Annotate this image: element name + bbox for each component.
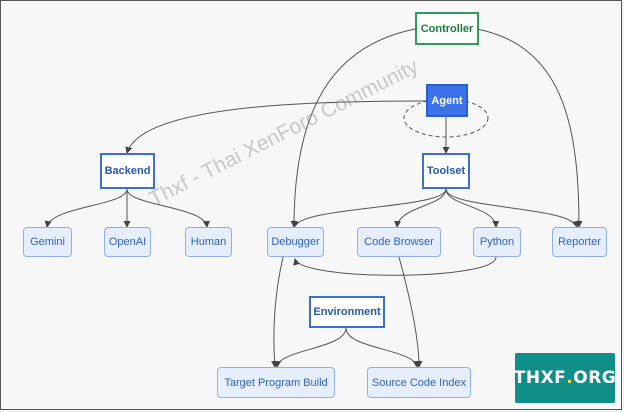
edge-agent-backend	[125, 100, 427, 154]
logo-suffix: ORG	[573, 368, 617, 388]
edge-python-debugger	[293, 256, 497, 276]
edge-controller-reporter	[476, 28, 583, 228]
node-source-code-index: Source Code Index	[367, 367, 471, 398]
edge-codebrowser-index	[398, 256, 423, 368]
edge-backend-human	[126, 188, 210, 228]
node-reporter: Reporter	[552, 227, 607, 257]
edge-debugger-target	[271, 256, 284, 368]
node-openai: OpenAI	[104, 227, 151, 257]
edge-backend-gemini	[44, 188, 128, 228]
edge-toolset-codebrowser	[394, 188, 447, 228]
node-controller: Controller	[415, 12, 479, 45]
edge-toolset-reporter	[445, 188, 579, 228]
node-environment: Environment	[309, 296, 385, 328]
edge-toolset-python	[445, 188, 500, 228]
node-target-program-build: Target Program Build	[217, 367, 335, 398]
node-human: Human	[185, 227, 232, 257]
node-debugger: Debugger	[267, 227, 324, 257]
edge-controller-debugger	[290, 28, 416, 228]
thxf-logo: THXF.ORG	[513, 353, 617, 403]
node-backend: Backend	[100, 153, 155, 189]
edge-toolset-debugger	[292, 188, 447, 228]
node-agent: Agent	[426, 84, 468, 117]
edge-environment-index	[345, 327, 420, 368]
logo-dot: .	[566, 368, 574, 388]
node-toolset: Toolset	[422, 153, 470, 189]
edge-environment-target	[274, 327, 347, 368]
node-gemini: Gemini	[23, 227, 72, 257]
node-python: Python	[473, 227, 521, 257]
node-code-browser: Code Browser	[357, 227, 441, 257]
logo-prefix: THXF	[513, 368, 567, 388]
